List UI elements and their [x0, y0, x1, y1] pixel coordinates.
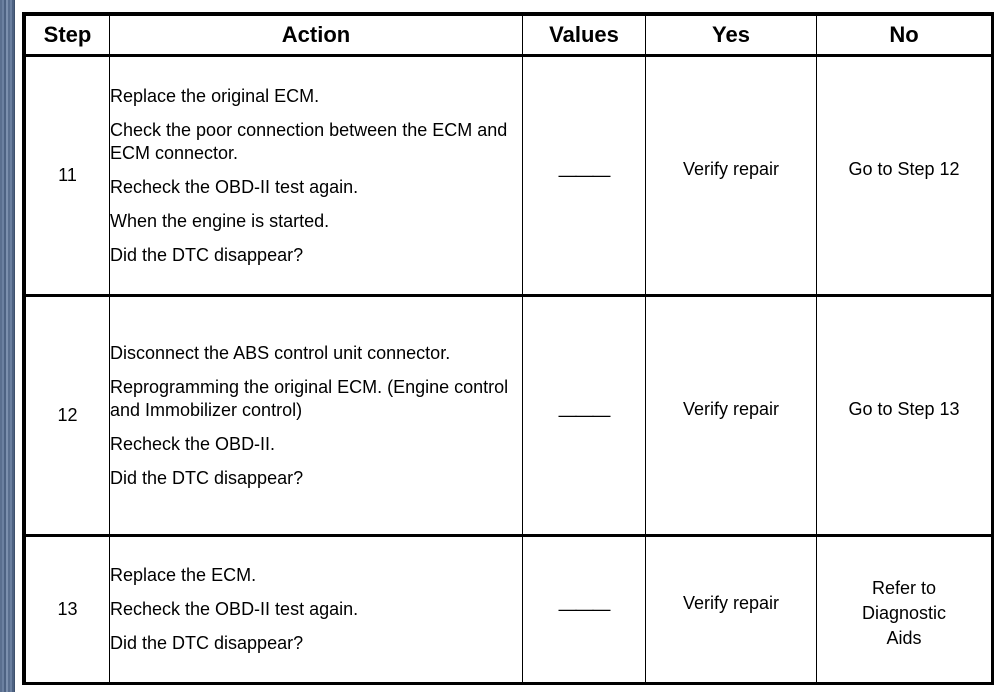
values-cell: ———: [522, 295, 646, 537]
action-line: Did the DTC disappear?: [110, 467, 304, 488]
table-row-step-11: 11 Replace the original ECM. Check the p…: [25, 55, 992, 297]
action-line: Disconnect the ABS control unit connecto…: [110, 342, 451, 363]
no-result: Refer to Diagnostic Aids: [861, 578, 947, 648]
yes-result: Verify repair: [682, 399, 780, 419]
action-line: Recheck the OBD-II test again.: [110, 176, 359, 197]
no-cell: Go to Step 12: [816, 55, 992, 297]
action-line: Check the poor connection between the EC…: [110, 119, 508, 163]
action-line: Reprogramming the original ECM. (Engine …: [110, 376, 509, 420]
values-cell: ———: [522, 55, 646, 297]
action-line: Replace the ECM.: [110, 565, 257, 585]
yes-cell: Verify repair: [645, 295, 817, 537]
no-cell: Go to Step 13: [816, 295, 992, 537]
step-number: 13: [25, 535, 110, 682]
table-row-step-12: 12 Disconnect the ABS control unit conne…: [25, 295, 992, 537]
table-row-step-13: 13 Replace the ECM. Recheck the OBD-II t…: [25, 535, 992, 682]
action-line: Recheck the OBD-II test again.: [110, 599, 359, 619]
no-cell: Refer to Diagnostic Aids: [816, 535, 992, 682]
step-number: 11: [25, 55, 110, 297]
header-no: No: [816, 15, 992, 57]
yes-result: Verify repair: [682, 159, 780, 179]
header-yes: Yes: [645, 15, 817, 57]
action-line: Recheck the OBD-II.: [110, 433, 276, 454]
action-line: Did the DTC disappear?: [110, 633, 304, 653]
action-line: Replace the original ECM.: [110, 85, 320, 106]
action-cell: Replace the ECM. Recheck the OBD-II test…: [109, 535, 523, 682]
action-line: Did the DTC disappear?: [110, 244, 304, 265]
no-result: Go to Step 12: [848, 159, 960, 179]
left-edge-strip: [0, 0, 15, 692]
action-cell: Replace the original ECM. Check the poor…: [109, 55, 523, 297]
step-number: 12: [25, 295, 110, 537]
header-row: Step Action Values Yes No: [25, 15, 992, 57]
action-cell: Disconnect the ABS control unit connecto…: [109, 295, 523, 537]
no-result: Go to Step 13: [848, 399, 960, 419]
yes-result: Verify repair: [682, 593, 780, 613]
yes-cell: Verify repair: [645, 535, 817, 682]
header-step: Step: [25, 15, 110, 57]
yes-cell: Verify repair: [645, 55, 817, 297]
header-action: Action: [109, 15, 523, 57]
action-line: When the engine is started.: [110, 210, 330, 231]
values-cell: ———: [522, 535, 646, 682]
diagnostic-table-frame: Step Action Values Yes No 11 Replace the…: [22, 12, 994, 685]
diagnostic-step-table: Step Action Values Yes No 11 Replace the…: [25, 15, 992, 682]
header-values: Values: [522, 15, 646, 57]
